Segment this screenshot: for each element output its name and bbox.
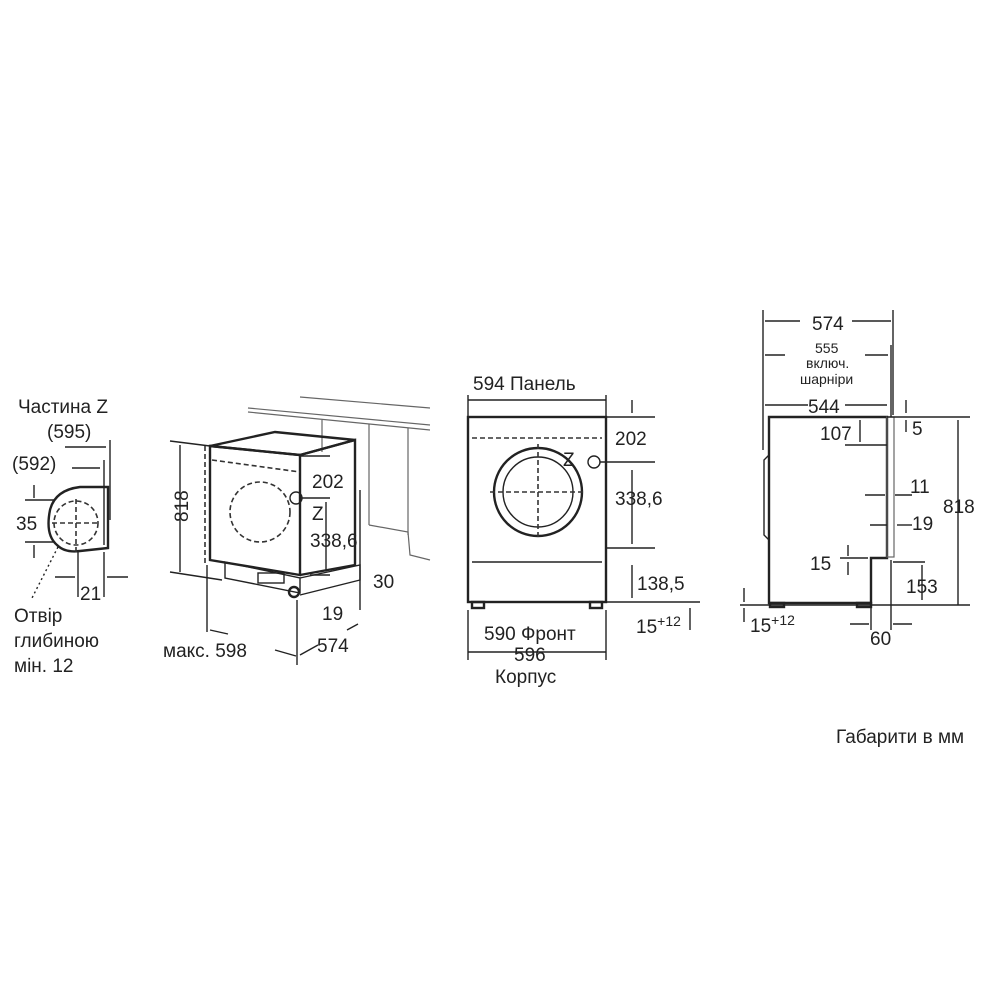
front-feet-value: 15: [636, 617, 657, 638]
dim-19: 19: [322, 604, 343, 625]
height-818: 818: [172, 490, 193, 522]
hinges-line-2: шарніри: [800, 371, 853, 387]
front-dim-138-5: 138,5: [637, 574, 685, 595]
detail-z: Частина Z (595) (592) 35 21 Отвір глибин…: [12, 397, 128, 677]
perspective-view: 818 202 Z 338,6 30 19 макс. 598 574: [163, 396, 431, 665]
dim-107: 107: [820, 424, 852, 445]
width-max-598: макс. 598: [163, 641, 247, 662]
note-line-1: Отвір: [14, 606, 62, 627]
dim-338-6: 338,6: [310, 531, 358, 552]
side-feet-tolerance: +12: [771, 612, 795, 628]
body-width-596: 596: [514, 645, 546, 666]
dim-21: 21: [80, 584, 101, 605]
height-818: 818: [943, 497, 975, 518]
front-dim-202: 202: [615, 429, 647, 450]
hinges-line-1: включ.: [806, 355, 849, 371]
dim-30: 30: [373, 572, 394, 593]
front-view: 594 Панель 202 Z 338,6 138,5 15+12 590 Ф…: [466, 374, 700, 688]
depth-555: 555: [815, 340, 839, 356]
dim-595: (595): [47, 422, 91, 443]
front-width-590: 590 Фронт: [484, 624, 576, 645]
side-feet-value: 15: [750, 616, 771, 637]
z-label: Z: [312, 504, 324, 525]
note-line-3: мін. 12: [14, 656, 73, 677]
dim-5: 5: [912, 419, 923, 440]
body-label: Корпус: [495, 667, 556, 688]
front-feet-tolerance: +12: [657, 613, 681, 629]
dim-35: 35: [16, 514, 37, 535]
dim-60: 60: [870, 629, 891, 650]
side-view: 574 555 включ. шарніри 544 107 5 11 19 8…: [740, 310, 975, 650]
front-dim-338-6: 338,6: [615, 489, 663, 510]
note-line-2: глибиною: [14, 631, 99, 652]
front-z-label: Z: [563, 450, 575, 471]
dim-11: 11: [910, 477, 930, 498]
detail-z-title: Частина Z: [18, 397, 108, 418]
depth-574: 574: [812, 314, 844, 335]
panel-594: 594 Панель: [473, 374, 576, 395]
dim-592: (592): [12, 454, 56, 475]
dim-202: 202: [312, 472, 344, 493]
dim-153: 153: [906, 577, 938, 598]
dim-15: 15: [810, 554, 831, 575]
front-feet-15: 15+12: [636, 613, 681, 638]
dim-19: 19: [912, 514, 933, 535]
depth-544: 544: [808, 397, 840, 418]
depth-574: 574: [317, 636, 349, 657]
units-note: Габарити в мм: [836, 727, 964, 748]
side-feet-15: 15+12: [750, 612, 795, 637]
